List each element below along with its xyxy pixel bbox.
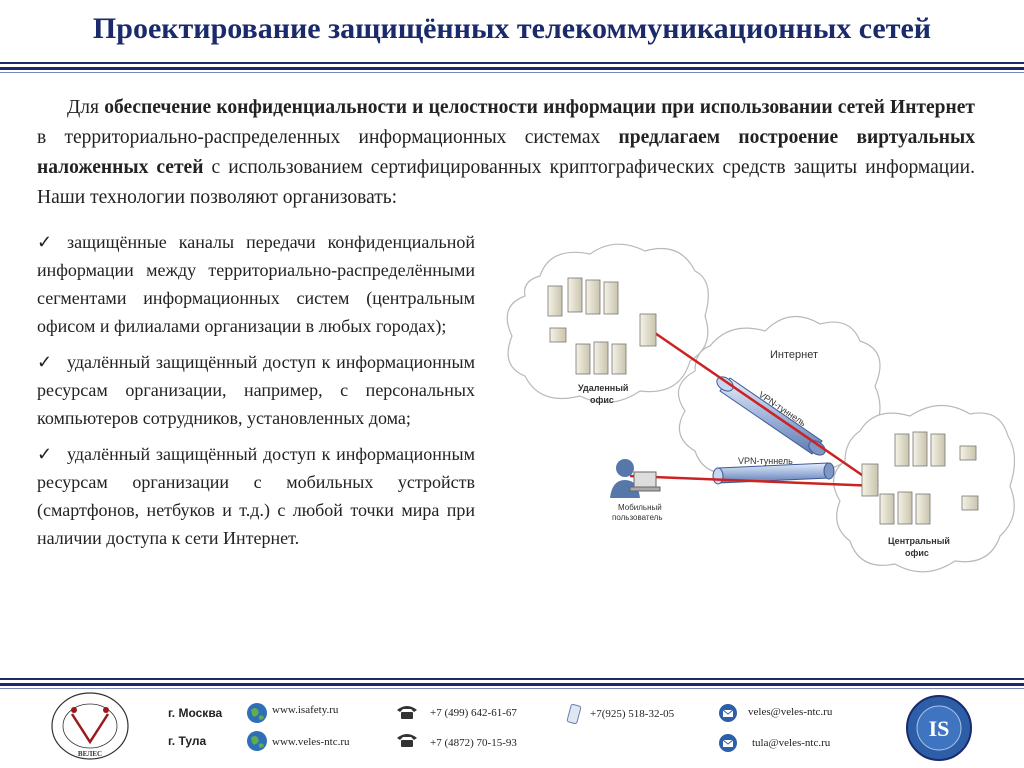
veles-logo: ВЕЛЕС — [51, 692, 129, 760]
website-link-isafety[interactable]: www.isafety.ru — [272, 704, 339, 716]
central-office-cloud — [833, 404, 1015, 573]
mobile-phone-icon — [566, 703, 582, 725]
intro-text-2: в территориально-распределенных информац… — [37, 127, 619, 148]
website-link-veles[interactable]: www.veles-ntc.ru — [272, 736, 350, 748]
remote-office-cloud — [506, 243, 709, 404]
phone-icon — [397, 734, 417, 747]
mobile-phone-number: +7(925) 518-32-05 — [590, 708, 675, 720]
list-item-text: защищённые каналы передачи конфиденциаль… — [37, 232, 475, 336]
vpn-tunnel-1 — [716, 376, 826, 456]
email-veles[interactable]: veles@veles-ntc.ru — [748, 706, 833, 718]
header-divider — [0, 62, 1024, 64]
email-icon — [719, 734, 737, 752]
remote-office-label-2: офис — [590, 395, 614, 405]
mobile-user-label-1: Мобильный — [618, 503, 662, 512]
list-item: ✓удалённый защищённый доступ к информаци… — [37, 348, 475, 432]
page-title: Проектирование защищённых телекоммуникац… — [92, 12, 932, 45]
phone-tula: +7 (4872) 70-15-93 — [430, 737, 517, 749]
list-item-text: удалённый защищённый доступ к информацио… — [37, 352, 475, 428]
is-logo-text: IS — [929, 716, 950, 741]
footer-divider — [0, 678, 1024, 680]
intro-text-1: Для — [67, 97, 105, 118]
footer-divider-thick — [0, 683, 1024, 686]
globe-icon — [247, 731, 267, 751]
central-office-servers — [861, 431, 979, 525]
list-item: ✓защищённые каналы передачи конфиденциал… — [37, 228, 475, 340]
list-item-text: удалённый защищённый доступ к информацио… — [37, 444, 475, 548]
intro-bold-1: обеспечение конфиденциальности и целостн… — [104, 97, 975, 118]
remote-office-servers — [547, 277, 657, 375]
phone-moscow: +7 (499) 642-61-67 — [430, 707, 517, 719]
email-icon — [719, 704, 737, 722]
intro-bold-2: предлагаем построение виртуальных наложе… — [37, 127, 975, 178]
checkmark-icon: ✓ — [37, 444, 53, 464]
city-tula: г. Тула — [168, 734, 207, 748]
network-diagram: Интернет VPN-туннель VPN-туннель Удаленн… — [506, 243, 1015, 573]
central-office-label-2: офис — [905, 548, 929, 558]
checkmark-icon: ✓ — [37, 352, 53, 372]
mobile-user-icon — [610, 459, 661, 498]
header-divider-thick — [0, 67, 1024, 70]
central-office-label-1: Центральный — [888, 536, 950, 546]
header-divider-thin — [0, 72, 1024, 73]
email-tula[interactable]: tula@veles-ntc.ru — [752, 737, 831, 749]
veles-logo-text: ВЕЛЕС — [78, 750, 102, 758]
vpn-tunnel-2-label: VPN-туннель — [738, 456, 793, 466]
city-moscow: г. Москва — [168, 706, 223, 720]
internet-label: Интернет — [770, 349, 818, 361]
checkmark-icon: ✓ — [37, 232, 53, 252]
is-logo: IS — [906, 695, 972, 761]
remote-office-label-1: Удаленный — [578, 383, 628, 393]
footer-divider-thin — [0, 688, 1024, 689]
tunnel-links — [629, 329, 879, 488]
mobile-user-label-2: пользователь — [612, 513, 663, 522]
intro-paragraph: Для обеспечение конфиденциальности и цел… — [37, 93, 975, 213]
intro-text-3: с использованием сертифицированных крипт… — [37, 157, 975, 208]
globe-icon — [247, 703, 267, 723]
feature-list: ✓защищённые каналы передачи конфиденциал… — [37, 228, 475, 560]
phone-icon — [397, 706, 417, 719]
list-item: ✓удалённый защищённый доступ к информаци… — [37, 440, 475, 552]
